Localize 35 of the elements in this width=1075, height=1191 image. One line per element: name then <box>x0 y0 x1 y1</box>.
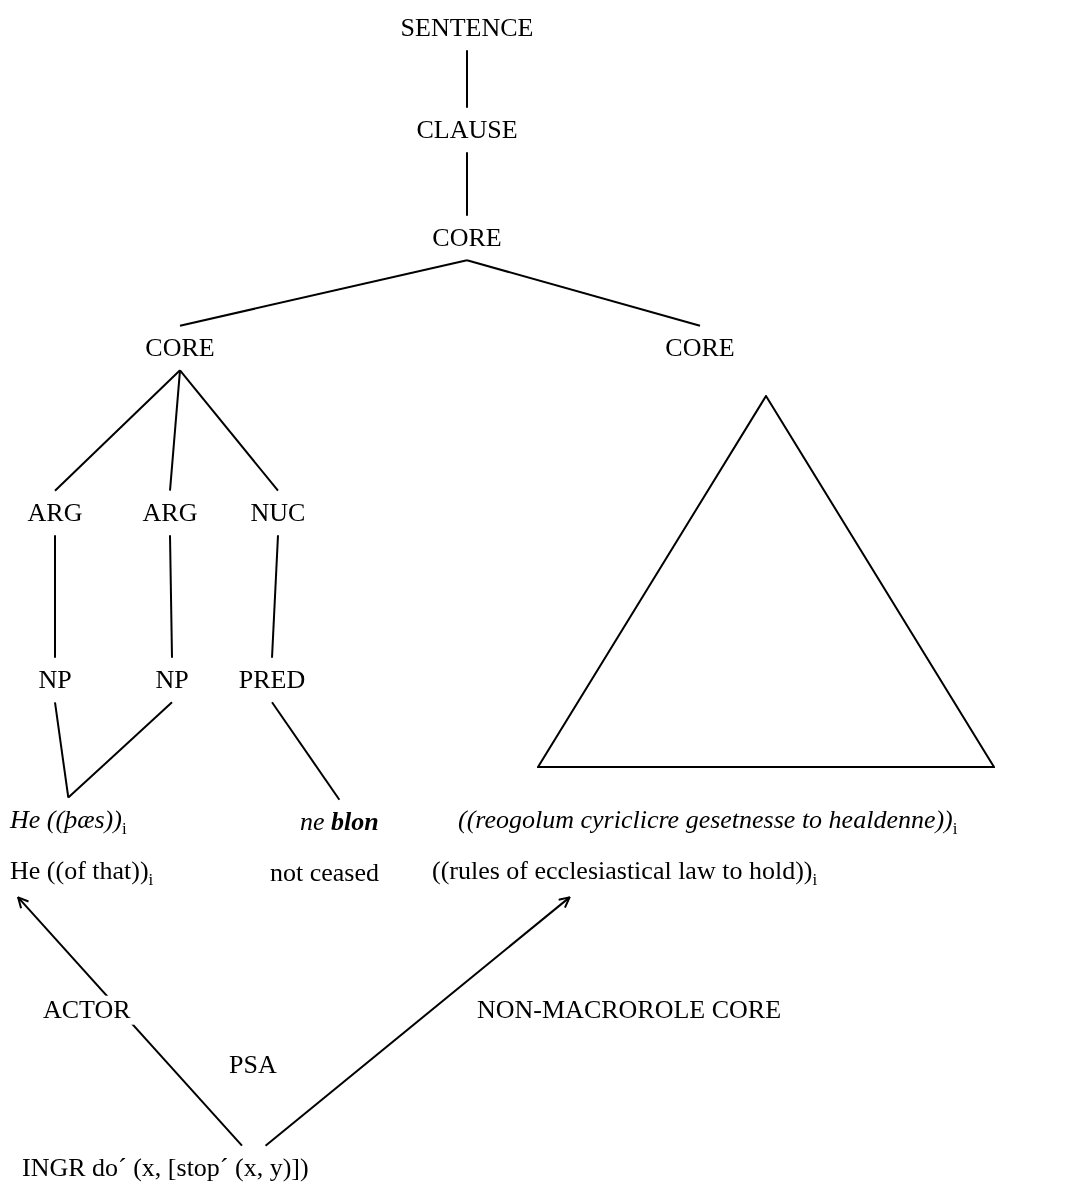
tree-branch <box>466 151 468 217</box>
phrase-label: NP <box>151 657 193 703</box>
source-text: ne blon <box>296 799 383 845</box>
phrase-label: CLAUSE <box>412 107 522 153</box>
tree-branch <box>466 49 468 109</box>
source-text: He ((þæs))$_{i}$ <box>6 797 131 847</box>
logical-structure: INGR do´ (x, [stop´ (x, y)]) <box>18 1145 313 1191</box>
tree-branch <box>169 534 173 659</box>
tree-branch <box>179 369 279 492</box>
tree-branch <box>271 701 341 801</box>
phrase-label: SENTENCE <box>396 5 538 51</box>
arrow <box>17 896 243 1147</box>
gloss-text: not ceased <box>266 850 383 896</box>
tree-branch <box>67 701 173 799</box>
tree-branch <box>169 369 181 492</box>
phrase-label: NP <box>34 657 76 703</box>
arrow <box>264 896 571 1147</box>
tree-branch <box>179 259 468 327</box>
phrase-label: ARG <box>23 490 87 536</box>
gloss-text: ((rules of ecclesiastical law to hold))$_{i}$ <box>428 848 822 898</box>
phrase-label: PRED <box>234 657 310 703</box>
tree-branch <box>54 701 70 799</box>
triangle-shape <box>537 395 995 768</box>
edge-label: ACTOR <box>40 995 134 1025</box>
phrase-label: CORE <box>428 215 506 261</box>
gloss-text: He ((of that))$_{i}$ <box>6 848 158 898</box>
phrase-label: ARG <box>138 490 202 536</box>
phrase-label: CORE <box>661 325 739 371</box>
source-text: ((reogolum cyriclicre gesetnesse to healdenne))$_{i}$ <box>454 797 962 847</box>
tree-branch <box>54 534 56 659</box>
phrase-label: NUC <box>246 490 310 536</box>
tree-branch <box>54 369 181 492</box>
tree-branch <box>271 534 279 659</box>
phrase-label: CORE <box>141 325 219 371</box>
tree-branch <box>466 259 701 327</box>
